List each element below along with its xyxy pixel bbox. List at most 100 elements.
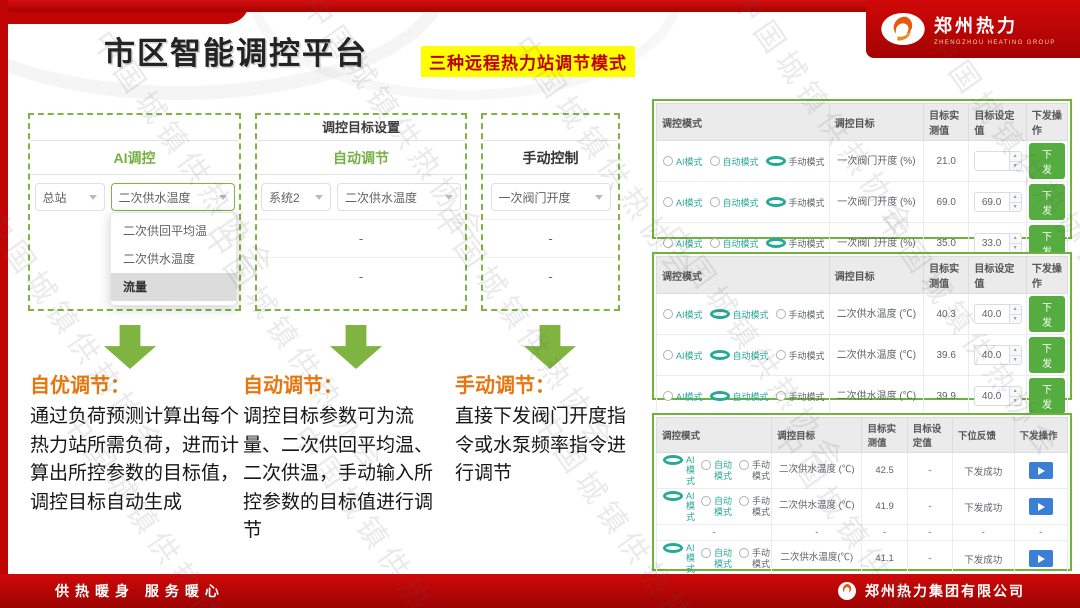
target-param-select[interactable]: 二次供水温度 <box>110 183 235 211</box>
setpoint-input[interactable]: 69.0 ▲▼ <box>973 192 1022 212</box>
setpoint-input[interactable]: 40.0▲▼ <box>973 345 1022 365</box>
send-button[interactable]: 下发 <box>1028 337 1065 373</box>
radio-ai-mode[interactable]: AI模式 <box>663 455 697 486</box>
table-row: AI模式 自动模式 手动模式 一次阀门开度 (%) 69.0 69.0▲▼ 下发 <box>656 181 1069 223</box>
radio-auto-mode[interactable]: 自动模式 <box>701 548 735 569</box>
radio-manual-mode[interactable]: 手动模式 <box>765 196 825 209</box>
setpoint-input[interactable]: 40.0▲▼ <box>973 304 1022 324</box>
action-cell: 下发 <box>1025 140 1069 182</box>
decrement-button[interactable]: ▼ <box>1009 355 1021 364</box>
setpoint-input[interactable]: 40.0▲▼ <box>973 386 1022 406</box>
radio-auto-mode[interactable]: 自动模式 <box>701 460 735 481</box>
increment-button[interactable]: ▲ <box>1009 387 1021 397</box>
radio-manual-mode[interactable]: 手动模式 <box>775 349 825 362</box>
setpoint-cell: ▲▼ <box>968 140 1027 182</box>
decrement-button[interactable]: ▼ <box>1009 202 1021 211</box>
radio-ai-mode[interactable]: AI模式 <box>663 491 697 522</box>
note-manual-adjust: 手动调节： 直接下发阀门开度指令或水泵频率指令进行调节 <box>455 369 643 489</box>
menu-item-supply-temp[interactable]: 二次供水温度 <box>123 252 196 266</box>
increment-button[interactable]: ▲ <box>1009 234 1021 244</box>
menu-item-avg-return-temp[interactable]: 二次供回平均温 <box>123 224 208 238</box>
radio-auto-mode[interactable]: 自动模式 <box>709 196 759 209</box>
radio-manual-mode[interactable]: 手动模式 <box>739 496 773 517</box>
radio-auto-mode[interactable]: 自动模式 <box>709 308 769 321</box>
send-icon-button[interactable] <box>1028 550 1053 568</box>
increment-button[interactable]: ▲ <box>1009 193 1021 203</box>
col-header-action: 下发操作 <box>1025 103 1069 141</box>
send-button[interactable]: 下发 <box>1028 296 1065 332</box>
increment-button[interactable]: ▲ <box>1009 305 1021 315</box>
table-auto-mode: 调控模式 调控目标 目标实测值 目标设定值 下发操作 AI模式 自动模式 手动模… <box>652 252 1072 417</box>
spinner-buttons: ▲▼ <box>1008 346 1021 364</box>
radio-auto-mode[interactable]: 自动模式 <box>709 349 769 362</box>
radio-label: 手动模式 <box>788 238 825 249</box>
setpoint-value: 69.0 <box>981 196 1002 208</box>
send-button[interactable]: 下发 <box>1028 143 1065 179</box>
send-icon-button[interactable] <box>1028 462 1053 480</box>
logo-name: 郑州热力 <box>934 16 1018 36</box>
menu-item-flow[interactable]: 流量 <box>111 273 236 301</box>
setpoint-cell: 40.0▲▼ <box>968 334 1027 376</box>
decrement-button[interactable]: ▼ <box>1009 161 1021 170</box>
radio-auto-mode[interactable]: 自动模式 <box>709 237 759 250</box>
panel-auto-adjust: 调控目标设置 自动调节 系统2 二次供水温度 - - <box>255 113 467 311</box>
col-header-setpoint: 目标设定值 <box>906 417 953 453</box>
col-header-mode: 调控模式 <box>656 103 830 141</box>
setpoint-input[interactable]: 33.0▲▼ <box>973 233 1022 253</box>
chevron-down-icon <box>594 194 603 200</box>
col-header-target: 调控目标 <box>771 417 863 453</box>
target-cell: 二次供水温度 (℃) <box>828 293 925 335</box>
radio-manual-mode[interactable]: 手动模式 <box>775 390 825 403</box>
radio-selected-icon <box>765 156 786 166</box>
decrement-button[interactable]: ▼ <box>1009 314 1021 323</box>
increment-button[interactable]: ▲ <box>1009 346 1021 356</box>
action-cell <box>1013 540 1069 578</box>
action-cell <box>1013 451 1069 490</box>
target-param-select[interactable]: 二次供水温度 <box>337 183 461 211</box>
radio-ai-mode[interactable]: AI模式 <box>663 237 703 250</box>
radio-ai-mode[interactable]: AI模式 <box>663 543 697 574</box>
radio-manual-mode[interactable]: 手动模式 <box>739 548 773 569</box>
radio-label: 自动模式 <box>722 156 759 167</box>
table-row: AI模式 自动模式 手动模式 二次供水温度 (℃) 42.5 - 下发成功 <box>655 451 1069 490</box>
target-cell: 二次供水温度 (℃) <box>771 488 863 526</box>
decrement-button[interactable]: ▼ <box>1009 243 1021 252</box>
select-value: 总站 <box>42 190 67 205</box>
radio-manual-mode[interactable]: 手动模式 <box>765 237 825 250</box>
mode-cell: AI模式 自动模式 手动模式 <box>656 334 830 376</box>
radio-manual-mode[interactable]: 手动模式 <box>765 155 825 168</box>
note-body: 调控目标参数可为流量、二次供回平均温、二次供温，手动输入所控参数的目标值进行调节 <box>243 406 434 541</box>
system-select[interactable]: 系统2 <box>261 183 331 211</box>
col-header-mode: 调控模式 <box>655 417 773 453</box>
mode-cell: AI模式 自动模式 手动模式 <box>655 451 773 490</box>
col-header-target: 调控目标 <box>828 103 925 141</box>
radio-ai-mode[interactable]: AI模式 <box>663 390 703 403</box>
radio-manual-mode[interactable]: 手动模式 <box>775 308 825 321</box>
radio-ai-mode[interactable]: AI模式 <box>663 349 703 362</box>
setpoint-input[interactable]: ▲▼ <box>973 151 1022 171</box>
radio-auto-mode[interactable]: 自动模式 <box>701 496 735 517</box>
send-icon-button[interactable] <box>1028 498 1053 516</box>
radio-ai-mode[interactable]: AI模式 <box>663 155 703 168</box>
station-select[interactable]: 总站 <box>34 183 105 211</box>
radio-label: AI模式 <box>686 491 696 522</box>
measured-cell: 42.5 <box>861 451 908 490</box>
radio-ai-mode[interactable]: AI模式 <box>663 308 703 321</box>
radio-label: 手动模式 <box>788 156 825 167</box>
send-button[interactable]: 下发 <box>1028 184 1065 220</box>
valve-opening-select[interactable]: 一次阀门开度 <box>490 183 611 211</box>
select-value: 二次供水温度 <box>345 190 418 205</box>
control-table: 调控模式 调控目标 目标实测值 目标设定值 下发操作 AI模式 自动模式 手动模… <box>656 256 1069 417</box>
table-row-empty: - - - - - - <box>655 524 1069 542</box>
decrement-button[interactable]: ▼ <box>1009 396 1021 405</box>
note-heading: 手动调节： <box>455 375 555 397</box>
feedback-cell: 下发成功 <box>951 488 1015 526</box>
increment-button[interactable]: ▲ <box>1009 152 1021 162</box>
radio-auto-mode[interactable]: 自动模式 <box>709 155 759 168</box>
chevron-down-icon <box>218 194 227 200</box>
col-header-action: 下发操作 <box>1025 256 1069 294</box>
radio-auto-mode[interactable]: 自动模式 <box>709 390 769 403</box>
radio-manual-mode[interactable]: 手动模式 <box>739 460 773 481</box>
send-button[interactable]: 下发 <box>1028 378 1065 414</box>
radio-ai-mode[interactable]: AI模式 <box>663 196 703 209</box>
